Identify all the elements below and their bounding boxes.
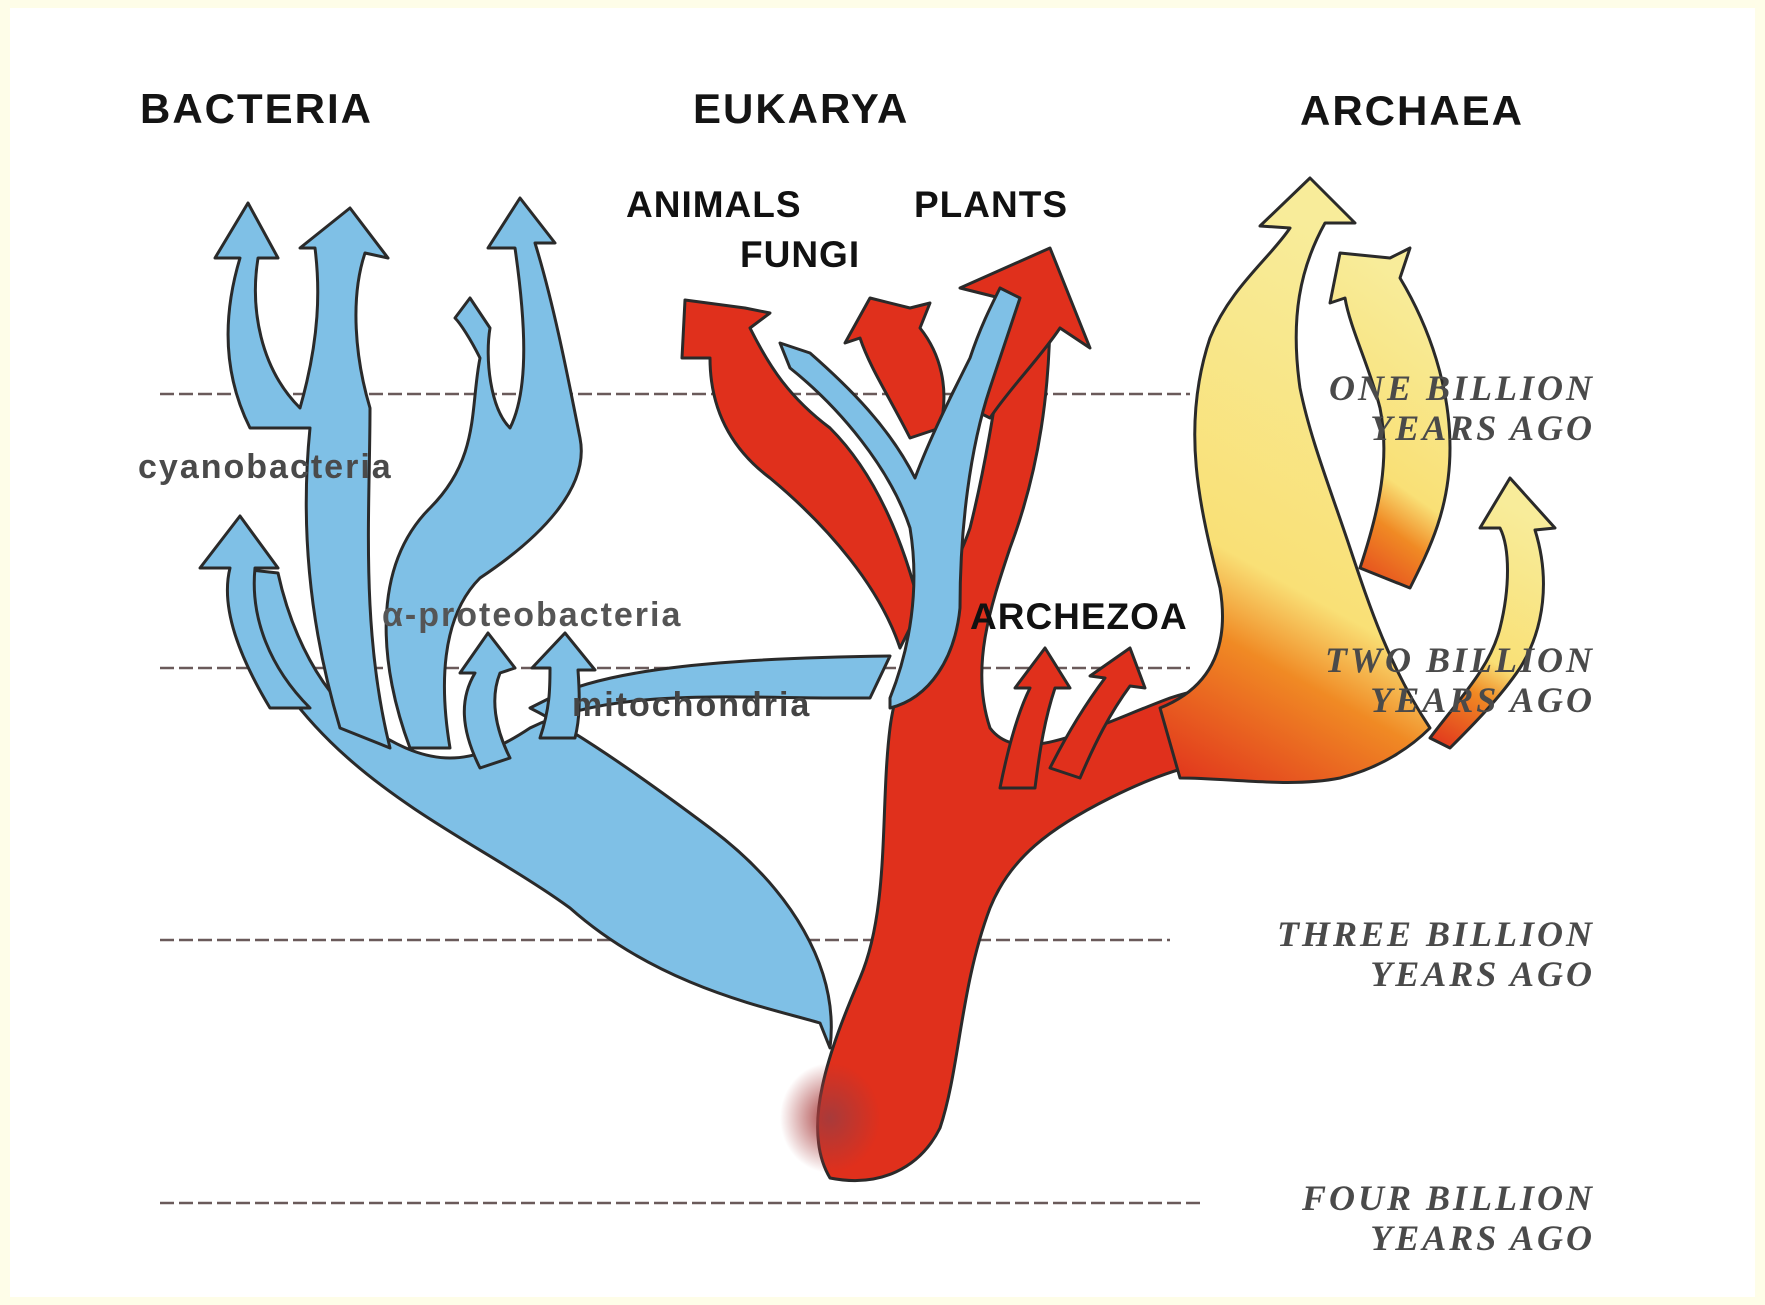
two-billion-years-label: TWO BILLION YEARS AGO xyxy=(1325,640,1595,720)
fungi-label: FUNGI xyxy=(740,236,860,273)
animals-label: ANIMALS xyxy=(626,186,802,223)
tree-of-life-diagram: BACTERIA EUKARYA ARCHAEA ANIMALS FUNGI P… xyxy=(10,8,1755,1297)
time-label-line1: FOUR BILLION xyxy=(1302,1178,1595,1218)
archezoa-label: ARCHEZOA xyxy=(970,598,1188,635)
time-label-line2: YEARS AGO xyxy=(1325,680,1595,720)
mitochondria-branch-1 xyxy=(460,633,515,768)
mitochondria-label: mitochondria xyxy=(572,688,811,722)
cyanobacteria-label: cyanobacteria xyxy=(138,450,393,484)
archaea-title: ARCHAEA xyxy=(1300,90,1524,132)
four-billion-years-label: FOUR BILLION YEARS AGO xyxy=(1302,1178,1595,1258)
one-billion-years-label: ONE BILLION YEARS AGO xyxy=(1329,368,1595,448)
bacteria-title: BACTERIA xyxy=(140,88,373,130)
time-label-line1: ONE BILLION xyxy=(1329,368,1595,408)
time-label-line1: THREE BILLION xyxy=(1277,914,1595,954)
three-billion-years-label: THREE BILLION YEARS AGO xyxy=(1277,914,1595,994)
plants-label: PLANTS xyxy=(914,186,1068,223)
time-label-line2: YEARS AGO xyxy=(1329,408,1595,448)
eukarya-title: EUKARYA xyxy=(693,88,909,130)
time-label-line1: TWO BILLION xyxy=(1325,640,1595,680)
time-label-line2: YEARS AGO xyxy=(1277,954,1595,994)
root-blend xyxy=(780,1063,880,1173)
proteobacteria-label: α-proteobacteria xyxy=(382,598,682,632)
time-label-line2: YEARS AGO xyxy=(1302,1218,1595,1258)
